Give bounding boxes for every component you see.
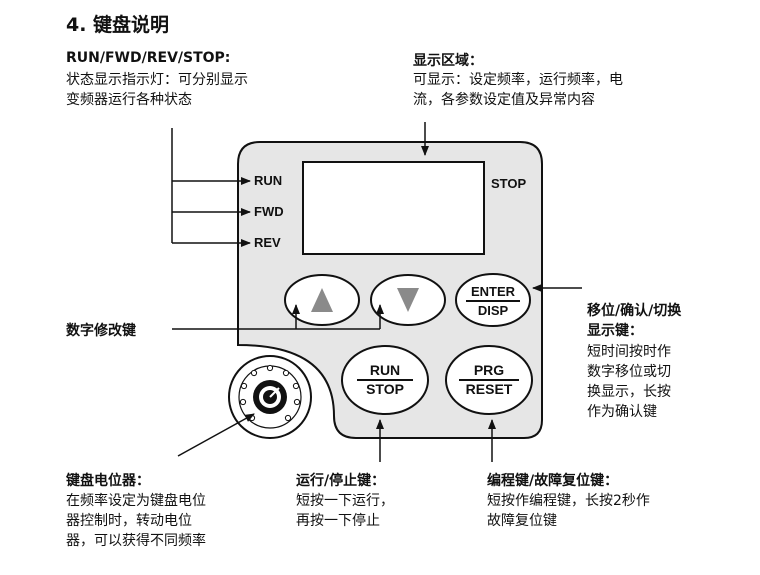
triangle-down-icon [397,288,419,312]
run-stop-desc-line1: 短按一下运行， [296,493,394,509]
rev-indicator: REV [254,235,281,250]
disp-label: DISP [477,303,509,318]
prg-reset-desc-line1: 短按作编程键，长按2秒作 [487,493,650,509]
display-title: 显示区域： [413,53,483,69]
potentiometer-desc-line2: 器控制时，转动电位 [66,513,192,529]
enter-disp-desc-line3: 换显示，长按 [587,384,671,400]
potentiometer-desc-line3: 器，可以获得不同频率 [66,533,206,549]
enter-disp-title-line2: 显示键： [587,323,643,339]
display-desc-line2: 流，各参数设定值及异常内容 [413,92,595,108]
potentiometer-title: 键盘电位器： [66,473,150,489]
enter-disp-desc-line1: 短时间按时作 [587,344,671,360]
indicators-desc-line1: 状态显示指示灯：可分别显示 [66,72,248,88]
display-desc-line1: 可显示：设定频率，运行频率，电 [413,72,623,88]
indicators-desc-line2: 变频器运行各种状态 [66,92,192,108]
prg-reset-title: 编程键/故障复位键： [487,473,619,489]
potentiometer-knob-icon[interactable] [228,355,312,439]
triangle-up-icon [311,288,333,312]
enter-disp-desc-line2: 数字移位或切 [587,364,671,380]
run-label: RUN [357,363,413,381]
enter-disp-title-line1: 移位/确认/切换 [587,303,682,319]
fwd-indicator: FWD [254,204,284,219]
stop-label: STOP [366,381,404,397]
stop-indicator: STOP [491,176,527,191]
digit-keys-arrows [172,304,384,330]
run-stop-desc-line2: 再按一下停止 [296,513,380,529]
prg-label: PRG [459,363,519,381]
indicators-title: RUN/FWD/REV/STOP: [66,50,231,66]
reset-label: RESET [465,381,513,397]
digit-keys-title: 数字修改键 [66,323,136,339]
enter-disp-desc-line4: 作为确认键 [587,404,657,420]
prg-reset-desc-line2: 故障复位键 [487,513,557,529]
run-indicator: RUN [254,173,283,188]
potentiometer-arrow [177,413,255,457]
indicator-arrows [171,128,251,247]
enter-disp-label: ENTER DISP [466,284,520,318]
enter-label: ENTER [466,284,520,302]
prg-reset-label: PRG RESET [459,363,519,397]
display-window [302,161,485,255]
run-stop-label: RUN STOP [357,363,413,397]
section-title: 4. 键盘说明 [66,14,170,36]
run-stop-title: 运行/停止键： [296,473,386,489]
potentiometer-desc-line1: 在频率设定为键盘电位 [66,493,206,509]
